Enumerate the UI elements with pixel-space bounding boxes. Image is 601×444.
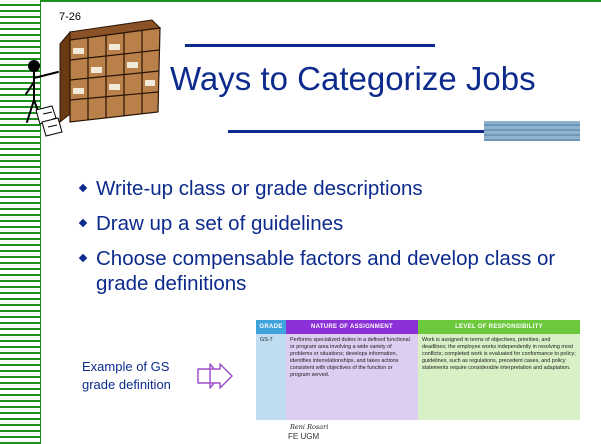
left-border-edge [40,0,41,444]
nature-column: NATURE OF ASSIGNMENT Performs specialize… [286,320,418,420]
responsibility-header: LEVEL OF RESPONSIBILITY [418,320,580,334]
slide-number: 7-26 [59,11,82,23]
filing-cabinet-clipart [25,19,162,137]
bullet-text: Choose compensable factors and develop c… [96,247,556,295]
title-rule-top [185,44,435,47]
bullet-item: Write-up class or grade descriptions [78,176,580,201]
bullet-diamond-icon [78,183,88,193]
grade-column: GRADE GS-7 [256,320,286,420]
bullet-text: Draw up a set of guidelines [96,212,344,235]
double-arrow-icon [197,363,233,389]
responsibility-text: Work is assigned in terms of objectives,… [422,337,576,371]
bullet-item: Draw up a set of guidelines [78,211,580,236]
footer-organization: FE UGM [288,432,320,441]
bullet-item: Choose compensable factors and develop c… [78,246,580,296]
slide-title: Ways to Categorize Jobs [170,60,536,97]
author-signature: Reni Rosari [290,423,329,431]
responsibility-column: LEVEL OF RESPONSIBILITY Work is assigned… [418,320,580,420]
title-accent-box [484,121,580,141]
nature-header: NATURE OF ASSIGNMENT [286,320,418,334]
example-label: Example of GS grade definition [82,359,171,392]
grade-header: GRADE [256,320,286,334]
grade-definition-table: GRADE GS-7 NATURE OF ASSIGNMENT Performs… [256,320,580,420]
bullet-diamond-icon [78,253,88,263]
grade-value: GS-7 [260,337,273,343]
bullet-text: Write-up class or grade descriptions [96,177,423,200]
title-rule-bottom [228,130,528,133]
bullet-diamond-icon [78,218,88,228]
top-border-rule [40,0,601,2]
nature-text: Performs specialized duties in a defined… [290,337,410,378]
bullet-list: Write-up class or grade descriptions Dra… [78,176,580,296]
